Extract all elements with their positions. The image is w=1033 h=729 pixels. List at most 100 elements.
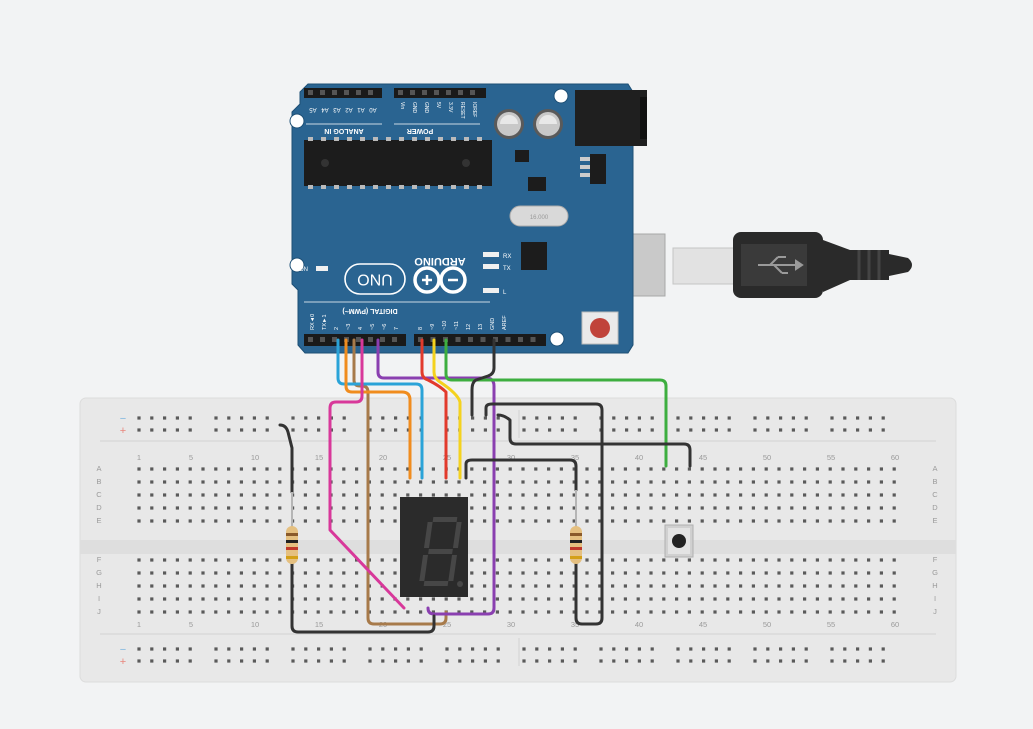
breadboard-hole[interactable] [163,558,167,562]
breadboard-hole[interactable] [278,519,282,523]
breadboard-hole[interactable] [137,571,141,575]
breadboard-hole[interactable] [188,558,192,562]
breadboard-hole[interactable] [649,558,653,562]
breadboard-hole[interactable] [598,597,602,601]
breadboard-hole[interactable] [380,610,384,614]
rail-hole[interactable] [689,428,693,432]
breadboard-hole[interactable] [585,597,589,601]
breadboard-hole[interactable] [278,584,282,588]
breadboard-hole[interactable] [662,480,666,484]
breadboard-hole[interactable] [598,558,602,562]
rail-hole[interactable] [689,647,693,651]
breadboard-hole[interactable] [636,493,640,497]
rail-hole[interactable] [240,659,244,663]
rail-hole[interactable] [150,659,154,663]
breadboard-hole[interactable] [611,597,615,601]
breadboard-hole[interactable] [623,558,627,562]
breadboard-hole[interactable] [854,597,858,601]
breadboard-hole[interactable] [265,519,269,523]
breadboard-hole[interactable] [611,558,615,562]
breadboard-hole[interactable] [457,493,461,497]
breadboard-hole[interactable] [188,493,192,497]
rail-hole[interactable] [868,647,872,651]
breadboard-hole[interactable] [150,610,154,614]
breadboard-hole[interactable] [239,558,243,562]
breadboard-hole[interactable] [675,597,679,601]
breadboard-hole[interactable] [892,571,896,575]
breadboard-hole[interactable] [841,558,845,562]
breadboard-hole[interactable] [495,493,499,497]
breadboard-hole[interactable] [508,480,512,484]
breadboard-hole[interactable] [790,610,794,614]
breadboard-hole[interactable] [495,506,499,510]
breadboard-hole[interactable] [547,506,551,510]
rail-hole[interactable] [573,428,577,432]
breadboard-hole[interactable] [892,584,896,588]
rail-hole[interactable] [406,416,410,420]
breadboard-hole[interactable] [521,467,525,471]
wires[interactable] [278,338,692,634]
breadboard-hole[interactable] [470,558,474,562]
rail-hole[interactable] [548,428,552,432]
breadboard-hole[interactable] [393,584,397,588]
breadboard-hole[interactable] [239,493,243,497]
rail-hole[interactable] [779,416,783,420]
rail-hole[interactable] [252,428,256,432]
breadboard-hole[interactable] [700,519,704,523]
breadboard[interactable]: − + − + 1 5 10 15 20 25 30 35 40 45 50 5… [79,397,957,683]
breadboard-hole[interactable] [431,610,435,614]
rail-hole[interactable] [560,428,564,432]
breadboard-hole[interactable] [764,493,768,497]
breadboard-hole[interactable] [764,584,768,588]
breadboard-hole[interactable] [534,467,538,471]
breadboard-hole[interactable] [790,519,794,523]
breadboard-hole[interactable] [777,506,781,510]
breadboard-hole[interactable] [521,584,525,588]
wire-yellow[interactable] [432,338,462,480]
breadboard-hole[interactable] [764,558,768,562]
breadboard-hole[interactable] [828,597,832,601]
rail-hole[interactable] [163,647,167,651]
rail-hole[interactable] [175,416,179,420]
breadboard-hole[interactable] [777,493,781,497]
rail-hole[interactable] [779,647,783,651]
rail-hole[interactable] [483,428,487,432]
breadboard-hole[interactable] [687,558,691,562]
breadboard-hole[interactable] [879,597,883,601]
breadboard-hole[interactable] [867,506,871,510]
rail-hole[interactable] [240,428,244,432]
breadboard-hole[interactable] [201,610,205,614]
rail-hole[interactable] [304,659,308,663]
header-pin[interactable] [458,90,463,95]
rail-hole[interactable] [881,659,885,663]
breadboard-hole[interactable] [521,610,525,614]
rail-hole[interactable] [406,659,410,663]
breadboard-hole[interactable] [252,558,256,562]
breadboard-hole[interactable] [508,597,512,601]
header-power[interactable] [394,88,486,98]
header-pin[interactable] [422,90,427,95]
breadboard-hole[interactable] [265,506,269,510]
rail-hole[interactable] [240,416,244,420]
breadboard-hole[interactable] [687,467,691,471]
rail-hole[interactable] [830,647,834,651]
rail-hole[interactable] [150,428,154,432]
breadboard-hole[interactable] [700,506,704,510]
breadboard-hole[interactable] [227,480,231,484]
breadboard-hole[interactable] [534,506,538,510]
rail-hole[interactable] [188,647,192,651]
breadboard-hole[interactable] [777,571,781,575]
breadboard-hole[interactable] [406,610,410,614]
breadboard-hole[interactable] [854,584,858,588]
breadboard-hole[interactable] [355,506,359,510]
rail-hole[interactable] [471,647,475,651]
breadboard-hole[interactable] [316,558,320,562]
breadboard-hole[interactable] [188,467,192,471]
wire-black-gnd[interactable] [470,338,496,417]
breadboard-hole[interactable] [585,493,589,497]
header-pin[interactable] [480,337,486,342]
rail-hole[interactable] [868,416,872,420]
breadboard-hole[interactable] [892,506,896,510]
breadboard-hole[interactable] [828,558,832,562]
breadboard-hole[interactable] [137,610,141,614]
